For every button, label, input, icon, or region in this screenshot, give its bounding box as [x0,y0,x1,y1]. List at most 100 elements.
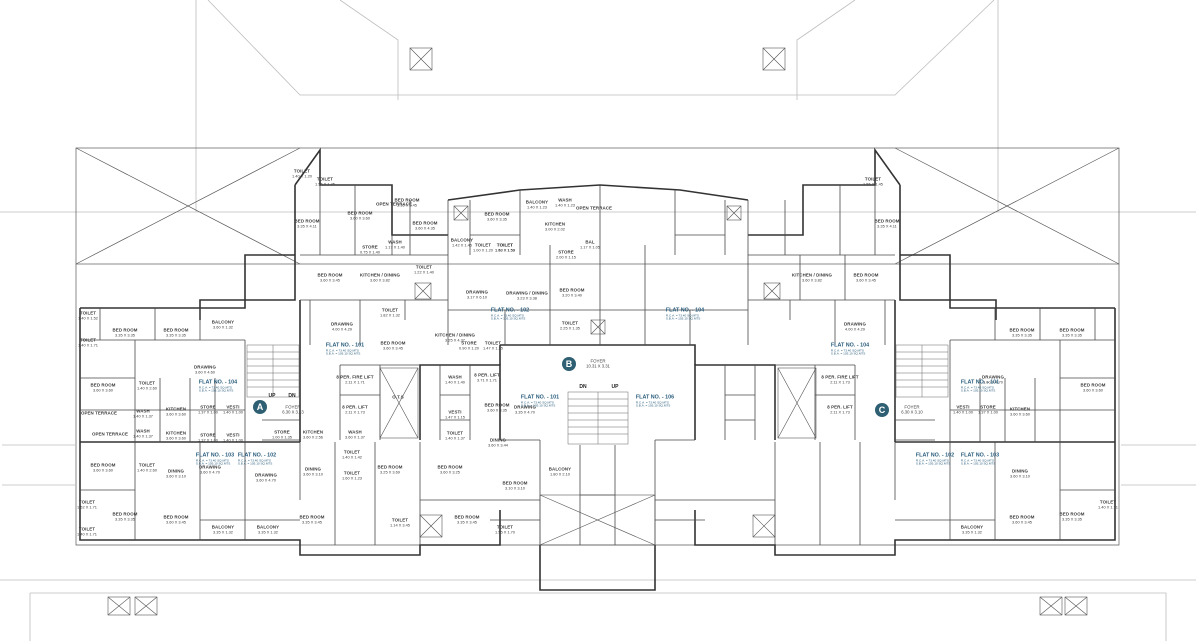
room-name: TOILET [138,380,156,386]
flat-label: FLAT NO. - 102 [490,307,530,314]
room-label-a-open-terrace2: OPEN TERRACE [81,411,117,417]
flat-area1: R.C.A. = 73.40 SQ.MTS [195,458,229,463]
room-dimension: 3.60 X 3.45 [320,277,340,283]
flat-label: FLAT NO. - 102 [237,452,277,459]
flat-area2: S.B.A. = 105.10 SQ.MTS [635,403,671,408]
room-dimension: 1.55 X 1.45 [315,181,335,187]
room-name: DRAWING [331,321,353,327]
room-name: BED ROOM [377,464,403,470]
room-name: BALCONY [450,237,474,243]
room-name: BED ROOM [454,514,480,520]
room-name: OPEN TERRACE [91,431,129,437]
room-dimension: 3.60 X 4.70 [200,469,220,475]
stair-label-stair-a-up: UP [268,393,276,399]
room-dimension: 3.35 X 1.32 [962,529,982,535]
room-dimension: 3.60 X 3.60 [166,435,186,441]
room-dimension: 3.35 X 3.35 [166,332,186,338]
room-name: STORE [274,429,290,435]
foyer-name: FOYER [285,404,301,410]
room-name: TOILET [293,168,311,174]
room-name: TOILET [343,470,361,476]
room-name: BED ROOM [299,514,325,520]
flat-area2: S.B.A. = 105.10 SQ.MTS [237,461,273,466]
flat-area2: S.B.A. = 105.10 SQ.MTS [665,316,701,321]
room-dimension: 3.35 X 3.35 [1012,332,1032,338]
flat-area2: S.B.A. = 105.10 SQ.MTS [325,351,361,356]
room-dimension: 3.71 X 1.71 [477,377,497,383]
room-dimension: 3.35 X 3.35 [1062,516,1082,522]
room-name: BALCONY [960,524,984,530]
room-name: DRAWING [982,374,1004,380]
flat-area1: R.C.A. = 73.40 SQ.MTS [960,458,994,463]
room-dimension: 3.35 X 3.35 [115,516,135,522]
stair-treads [246,344,949,445]
room-name: TOILET [561,320,579,326]
flat-label: FLAT NO. - 101 [325,342,365,349]
room-label-a-open-terrace: OPEN TERRACE [376,202,412,208]
room-partitions [80,185,1115,545]
room-name: BED ROOM [380,340,406,346]
room-dimension: 2.11 X 1.73 [830,409,850,415]
flat-area1: R.C.A. = 73.40 SQ.MTS [520,400,554,405]
room-name: BED ROOM [347,210,373,216]
room-dimension: 3.23 X 3.38 [517,295,537,301]
room-dimension: 3.00 X 2.02 [545,226,565,232]
room-dimension: 3.35 X 1.32 [258,529,278,535]
room-name: OPEN TERRACE [575,205,613,211]
room-name: BED ROOM [874,218,900,224]
stair-label-stair-b-dn: DN [579,384,587,390]
room-dimension: 1.60 X 1.23 [342,475,362,481]
room-name: WASH [388,239,402,245]
flat-label: FLAT NO. - 104 [198,379,238,386]
room-dimension: 3.60 X 1.37 [345,434,365,440]
room-name: DRAWING [255,472,277,478]
room-name: KITCHEN / DINING [434,332,476,338]
room-dimension: 3.60 X 4.60 [195,369,215,375]
room-name: 8 PER. LIFT [342,404,368,410]
room-name: TOILET [1099,499,1117,505]
room-dimension: 3.60 X 3.60 [93,387,113,393]
room-name: BED ROOM [1009,327,1035,333]
foyer-dimension: 10.31 X 3.31 [586,363,610,369]
room-name: VESTI [226,432,240,438]
flat-area1: R.C.A. = 73.40 SQ.MTS [198,385,232,390]
room-name: DRAWING [199,464,221,470]
room-name: WASH [136,428,150,434]
